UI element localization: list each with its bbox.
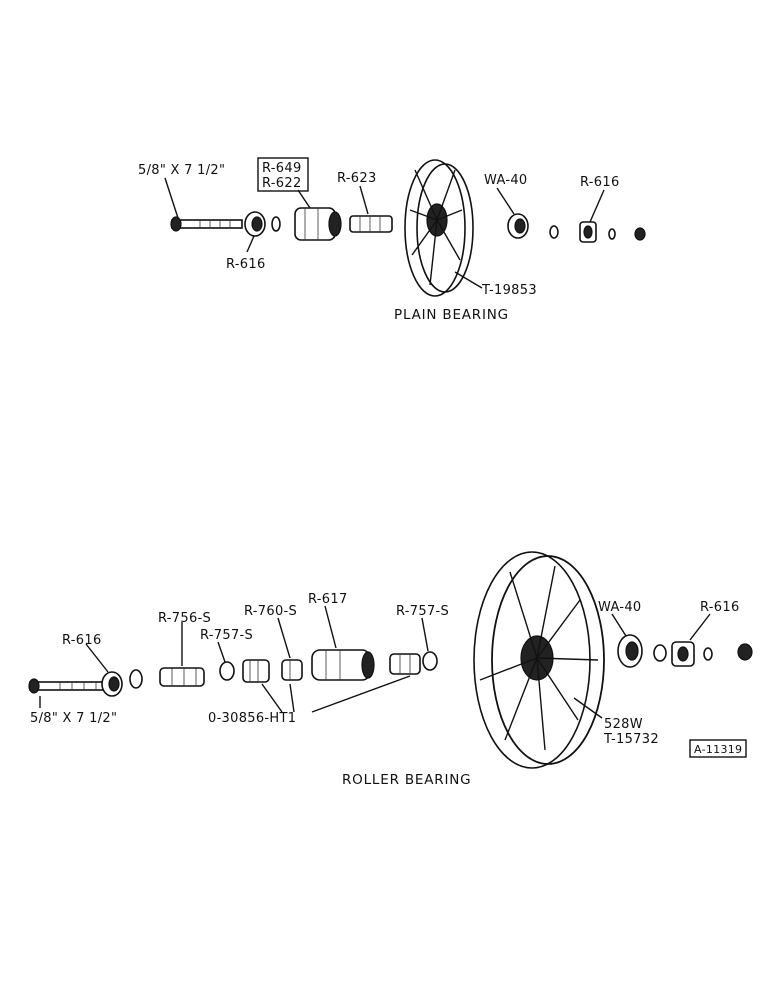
washer-small-right xyxy=(549,225,559,239)
ring-right xyxy=(422,651,438,671)
wheel-roller xyxy=(473,551,605,769)
label-sleeve: R-623 xyxy=(337,171,377,186)
castle-cap-roller xyxy=(671,641,695,667)
label-ring-right: R-757-S xyxy=(396,604,449,619)
roller-cup-right xyxy=(389,653,421,675)
label-roller: 0-30856-HT1 xyxy=(208,711,296,726)
hub xyxy=(311,649,375,681)
label-bolt-roller: 5/8" X 7 1/2" xyxy=(30,711,117,726)
wheel-plain xyxy=(404,159,474,297)
label-wheel-roller-a: 528W xyxy=(604,717,643,732)
roller-cup xyxy=(281,659,303,681)
plate-id: A-11319 xyxy=(694,743,742,756)
label-washer-plain: WA-40 xyxy=(484,173,527,188)
cup-label-box xyxy=(257,157,309,192)
label-nut-left-roller: R-616 xyxy=(62,633,102,648)
plain-bearing-assembly: 5/8" X 7 1/2" R-649 R-622 R-623 WA-40 R-… xyxy=(138,157,646,323)
spacer xyxy=(159,667,205,687)
pin xyxy=(608,228,616,240)
label-cap-plain: R-616 xyxy=(580,175,620,190)
washer-roller-left xyxy=(129,669,143,689)
pin-roller xyxy=(703,647,713,661)
roller xyxy=(242,659,270,683)
label-ring-left: R-757-S xyxy=(200,628,253,643)
ring-left xyxy=(219,661,235,681)
label-cup-b: R-622 xyxy=(262,176,302,191)
washer-small xyxy=(271,216,281,232)
bolt xyxy=(170,216,243,232)
title-roller-bearing: ROLLER BEARING xyxy=(342,772,471,788)
label-wheel-plain: T-19853 xyxy=(481,283,537,298)
nut-left xyxy=(244,211,266,237)
label-hub: R-617 xyxy=(308,592,348,607)
plate-id-box xyxy=(689,739,747,758)
castle-cap xyxy=(579,221,597,243)
bearing-cup xyxy=(294,207,342,241)
roller-bearing-assembly: R-616 5/8" X 7 1/2" R-756-S R-757-S R-76… xyxy=(28,551,753,788)
sleeve xyxy=(349,215,393,233)
label-cup-roller: R-760-S xyxy=(244,604,297,619)
nut-end-roller xyxy=(737,643,753,661)
label-washer-roller: WA-40 xyxy=(598,600,641,615)
label-spacer: R-756-S xyxy=(158,611,211,626)
label-cup-a: R-649 xyxy=(262,161,302,176)
washer-roller-right xyxy=(653,644,667,662)
nut-left-roller xyxy=(101,671,123,697)
washer-wa40-roller xyxy=(617,634,643,668)
title-plain-bearing: PLAIN BEARING xyxy=(394,307,509,323)
label-cap-roller: R-616 xyxy=(700,600,740,615)
label-bolt-plain: 5/8" X 7 1/2" xyxy=(138,163,225,178)
label-wheel-roller-b: T-15732 xyxy=(603,732,659,747)
nut-end xyxy=(634,227,646,241)
label-nut-left-plain: R-616 xyxy=(226,257,266,272)
washer-wa40 xyxy=(507,213,529,239)
bolt-roller xyxy=(28,678,107,694)
